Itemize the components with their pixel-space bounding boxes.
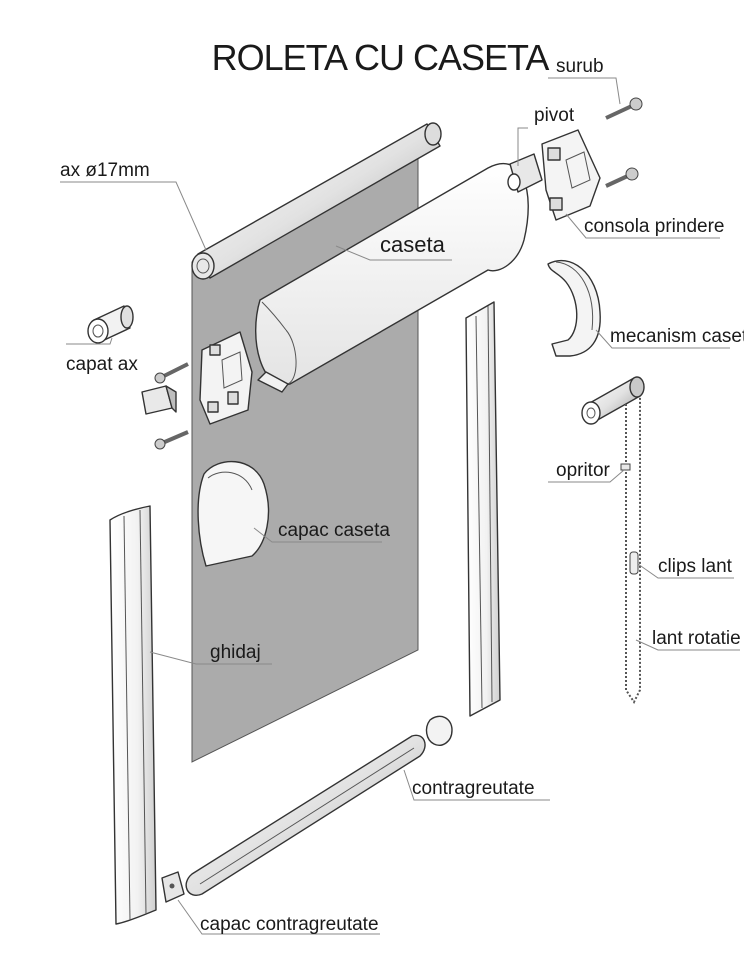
leader-consola bbox=[565, 213, 720, 239]
leader-capac-caseta bbox=[253, 527, 382, 543]
leader-caseta bbox=[335, 245, 452, 261]
leader-surub bbox=[548, 77, 621, 105]
screw-right-top bbox=[605, 97, 643, 120]
pivot-part bbox=[507, 153, 543, 193]
cassette-mechanism bbox=[547, 259, 601, 357]
guide-rail-left bbox=[109, 505, 157, 925]
label-clips-lant: clips lant bbox=[658, 556, 733, 577]
label-ghidaj: ghidaj bbox=[210, 642, 261, 663]
weight-bar-end-cap-bottom bbox=[161, 871, 185, 903]
leader-clips-lant bbox=[637, 563, 734, 579]
label-capat-ax: capat ax bbox=[66, 354, 138, 375]
leader-contragreutate bbox=[403, 769, 550, 801]
leader-mecanism bbox=[595, 329, 730, 349]
leader-opritor bbox=[548, 469, 625, 483]
leader-capac-contragreutate bbox=[177, 899, 380, 935]
axle-end-cap bbox=[87, 305, 134, 344]
chain-roller bbox=[581, 376, 645, 425]
leader-capat-ax bbox=[66, 337, 113, 345]
label-surub: surub bbox=[556, 56, 604, 77]
diagram-title: ROLETA CU CASETA bbox=[212, 37, 550, 78]
leader-ax bbox=[60, 181, 207, 251]
bottom-weight-bar bbox=[185, 734, 426, 896]
label-caseta: caseta bbox=[380, 232, 446, 257]
label-contragreutate: contragreutate bbox=[412, 778, 535, 799]
mounting-bracket bbox=[541, 129, 601, 221]
label-capac-caseta: capac caseta bbox=[278, 520, 390, 541]
end-plug bbox=[141, 385, 177, 415]
screw-left-bottom bbox=[154, 430, 189, 450]
guide-rail-right bbox=[465, 301, 501, 717]
bead-chain bbox=[620, 396, 641, 704]
label-pivot: pivot bbox=[534, 105, 575, 126]
label-capac-contragreutate: capac contragreutate bbox=[200, 914, 379, 935]
screw-left-top bbox=[154, 362, 189, 384]
label-mecanism-caseta: mecanism caseta bbox=[610, 326, 744, 347]
label-ax: ax ø17mm bbox=[60, 160, 150, 181]
cassette-cover bbox=[197, 460, 270, 567]
label-consola-prindere: consola prindere bbox=[584, 216, 724, 237]
label-lant-rotatie: lant rotatie bbox=[652, 628, 741, 649]
left-bracket bbox=[199, 331, 253, 425]
leader-lant-rotatie bbox=[635, 639, 740, 651]
leader-pivot bbox=[517, 127, 528, 166]
leader-ghidaj bbox=[149, 651, 272, 665]
label-opritor: opritor bbox=[556, 460, 611, 481]
screw-right-bottom bbox=[605, 167, 639, 188]
roller-tube bbox=[191, 122, 442, 280]
weight-bar-end-cap-top bbox=[425, 715, 453, 746]
